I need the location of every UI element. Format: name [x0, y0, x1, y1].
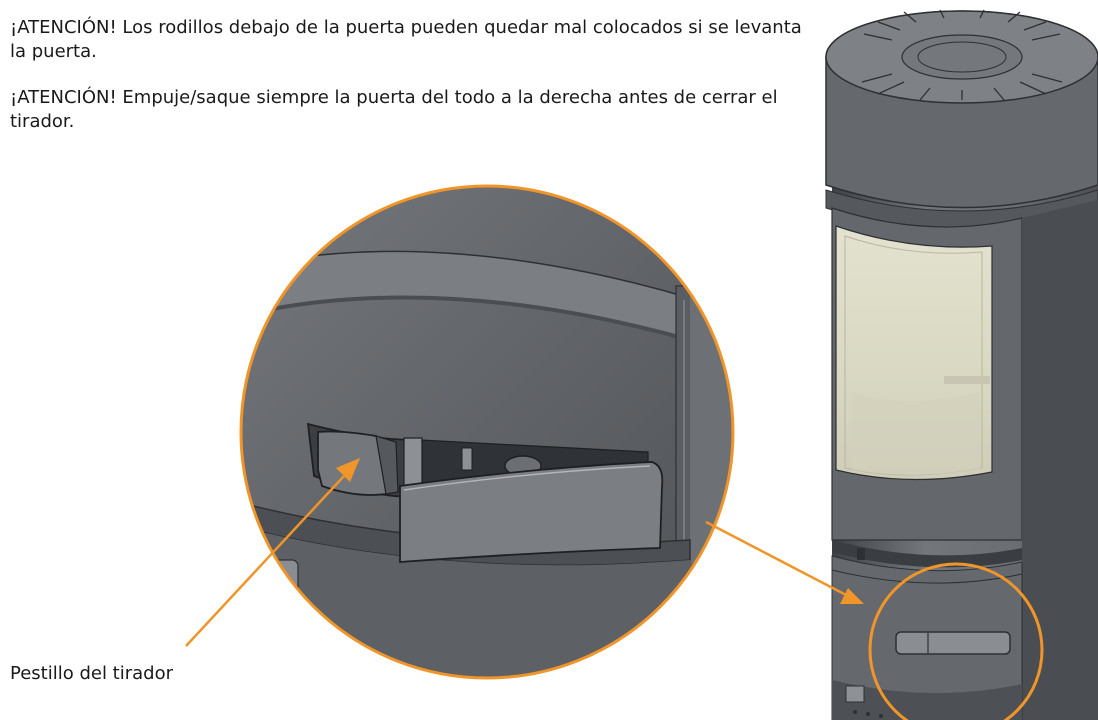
warning-text-2: ¡ATENCIÓN! Empuje/saque siempre la puert…: [10, 87, 778, 132]
magnifier-circle: [868, 562, 1044, 720]
callout-arrow: [185, 458, 360, 647]
callout-label-latch: Pestillo del tirador: [10, 663, 174, 684]
handle-latch-detail: [239, 184, 735, 680]
warning-text-1: ¡ATENCIÓN! Los rodillos debajo de la pue…: [10, 17, 802, 62]
stove-illustration: [825, 9, 1098, 720]
zoom-arrow: [705, 520, 864, 604]
